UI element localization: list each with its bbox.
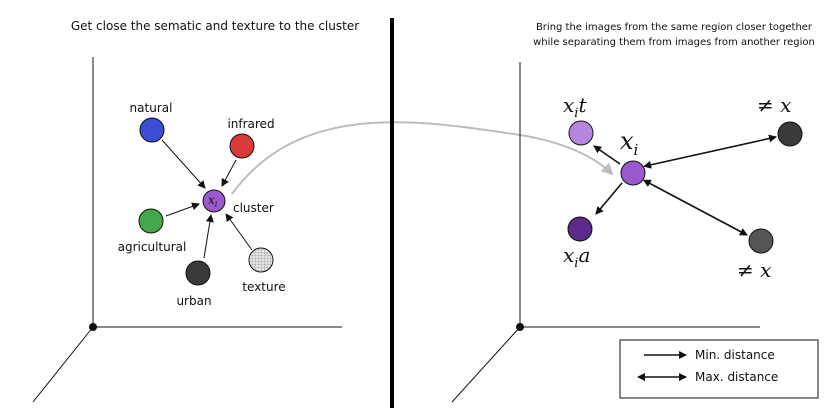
transfer-curve-arrow: [231, 121, 614, 195]
cluster-center-symbol: xi: [208, 193, 218, 209]
node-positive-t: [568, 120, 594, 146]
arrow-infrared-to-cluster: [221, 159, 237, 187]
node-natural: [139, 117, 165, 143]
arrow-texture-to-cluster: [225, 213, 253, 251]
positive-t-suffix: t: [578, 93, 587, 117]
label-agricultural: agricultural: [118, 240, 187, 254]
label-positive-t: xit: [563, 93, 587, 121]
legend-max-label: Max. distance: [695, 370, 778, 384]
label-texture: texture: [242, 280, 285, 294]
label-urban: urban: [176, 294, 211, 308]
positive-t-sub: i: [574, 106, 578, 121]
node-positive-a: [567, 216, 593, 242]
node-anchor: [620, 160, 646, 186]
node-negative-1: [777, 121, 803, 147]
positive-t-x: x: [563, 93, 574, 117]
arrow-anchor-to-xia: [595, 182, 623, 215]
right-panel-title-line1: Bring the images from the same region cl…: [536, 22, 813, 33]
node-urban: [185, 260, 211, 286]
node-texture: [248, 247, 274, 273]
cluster-center-sub: i: [215, 200, 218, 209]
positive-a-x: x: [563, 243, 574, 267]
positive-a-suffix: a: [578, 243, 590, 267]
arrow-agricultural-to-cluster: [165, 202, 200, 217]
left-panel-title: Get close the sematic and texture to the…: [71, 19, 359, 33]
cluster-center-x: x: [208, 193, 215, 207]
positive-a-sub: i: [574, 256, 578, 271]
right-origin: [516, 323, 524, 331]
node-agricultural: [138, 208, 164, 234]
arrow-anchor-neg1: [643, 134, 777, 169]
label-anchor: xi: [620, 127, 639, 159]
node-infrared: [229, 133, 255, 159]
label-infrared: infrared: [227, 117, 274, 131]
label-positive-a: xia: [563, 243, 590, 271]
legend-box: [619, 339, 819, 399]
node-negative-2: [748, 228, 774, 254]
arrow-urban-to-cluster: [203, 214, 214, 259]
arrow-natural-to-cluster: [161, 139, 206, 189]
anchor-sub: i: [634, 141, 639, 159]
label-negative-1: ≠ x: [757, 93, 791, 117]
arrow-anchor-neg2: [642, 179, 748, 236]
right-panel-title-line2: while separating them from images from a…: [533, 37, 815, 48]
anchor-x: x: [620, 127, 634, 155]
left-origin: [89, 323, 97, 331]
label-natural: natural: [130, 101, 173, 115]
legend-min-label: Min. distance: [695, 348, 775, 362]
node-cluster-center: [202, 189, 226, 213]
label-cluster: cluster: [233, 201, 274, 215]
right-z-axis: [451, 326, 521, 403]
left-z-axis: [32, 326, 94, 403]
label-negative-2: ≠ x: [737, 258, 771, 282]
arrow-anchor-to-xit: [593, 145, 621, 165]
